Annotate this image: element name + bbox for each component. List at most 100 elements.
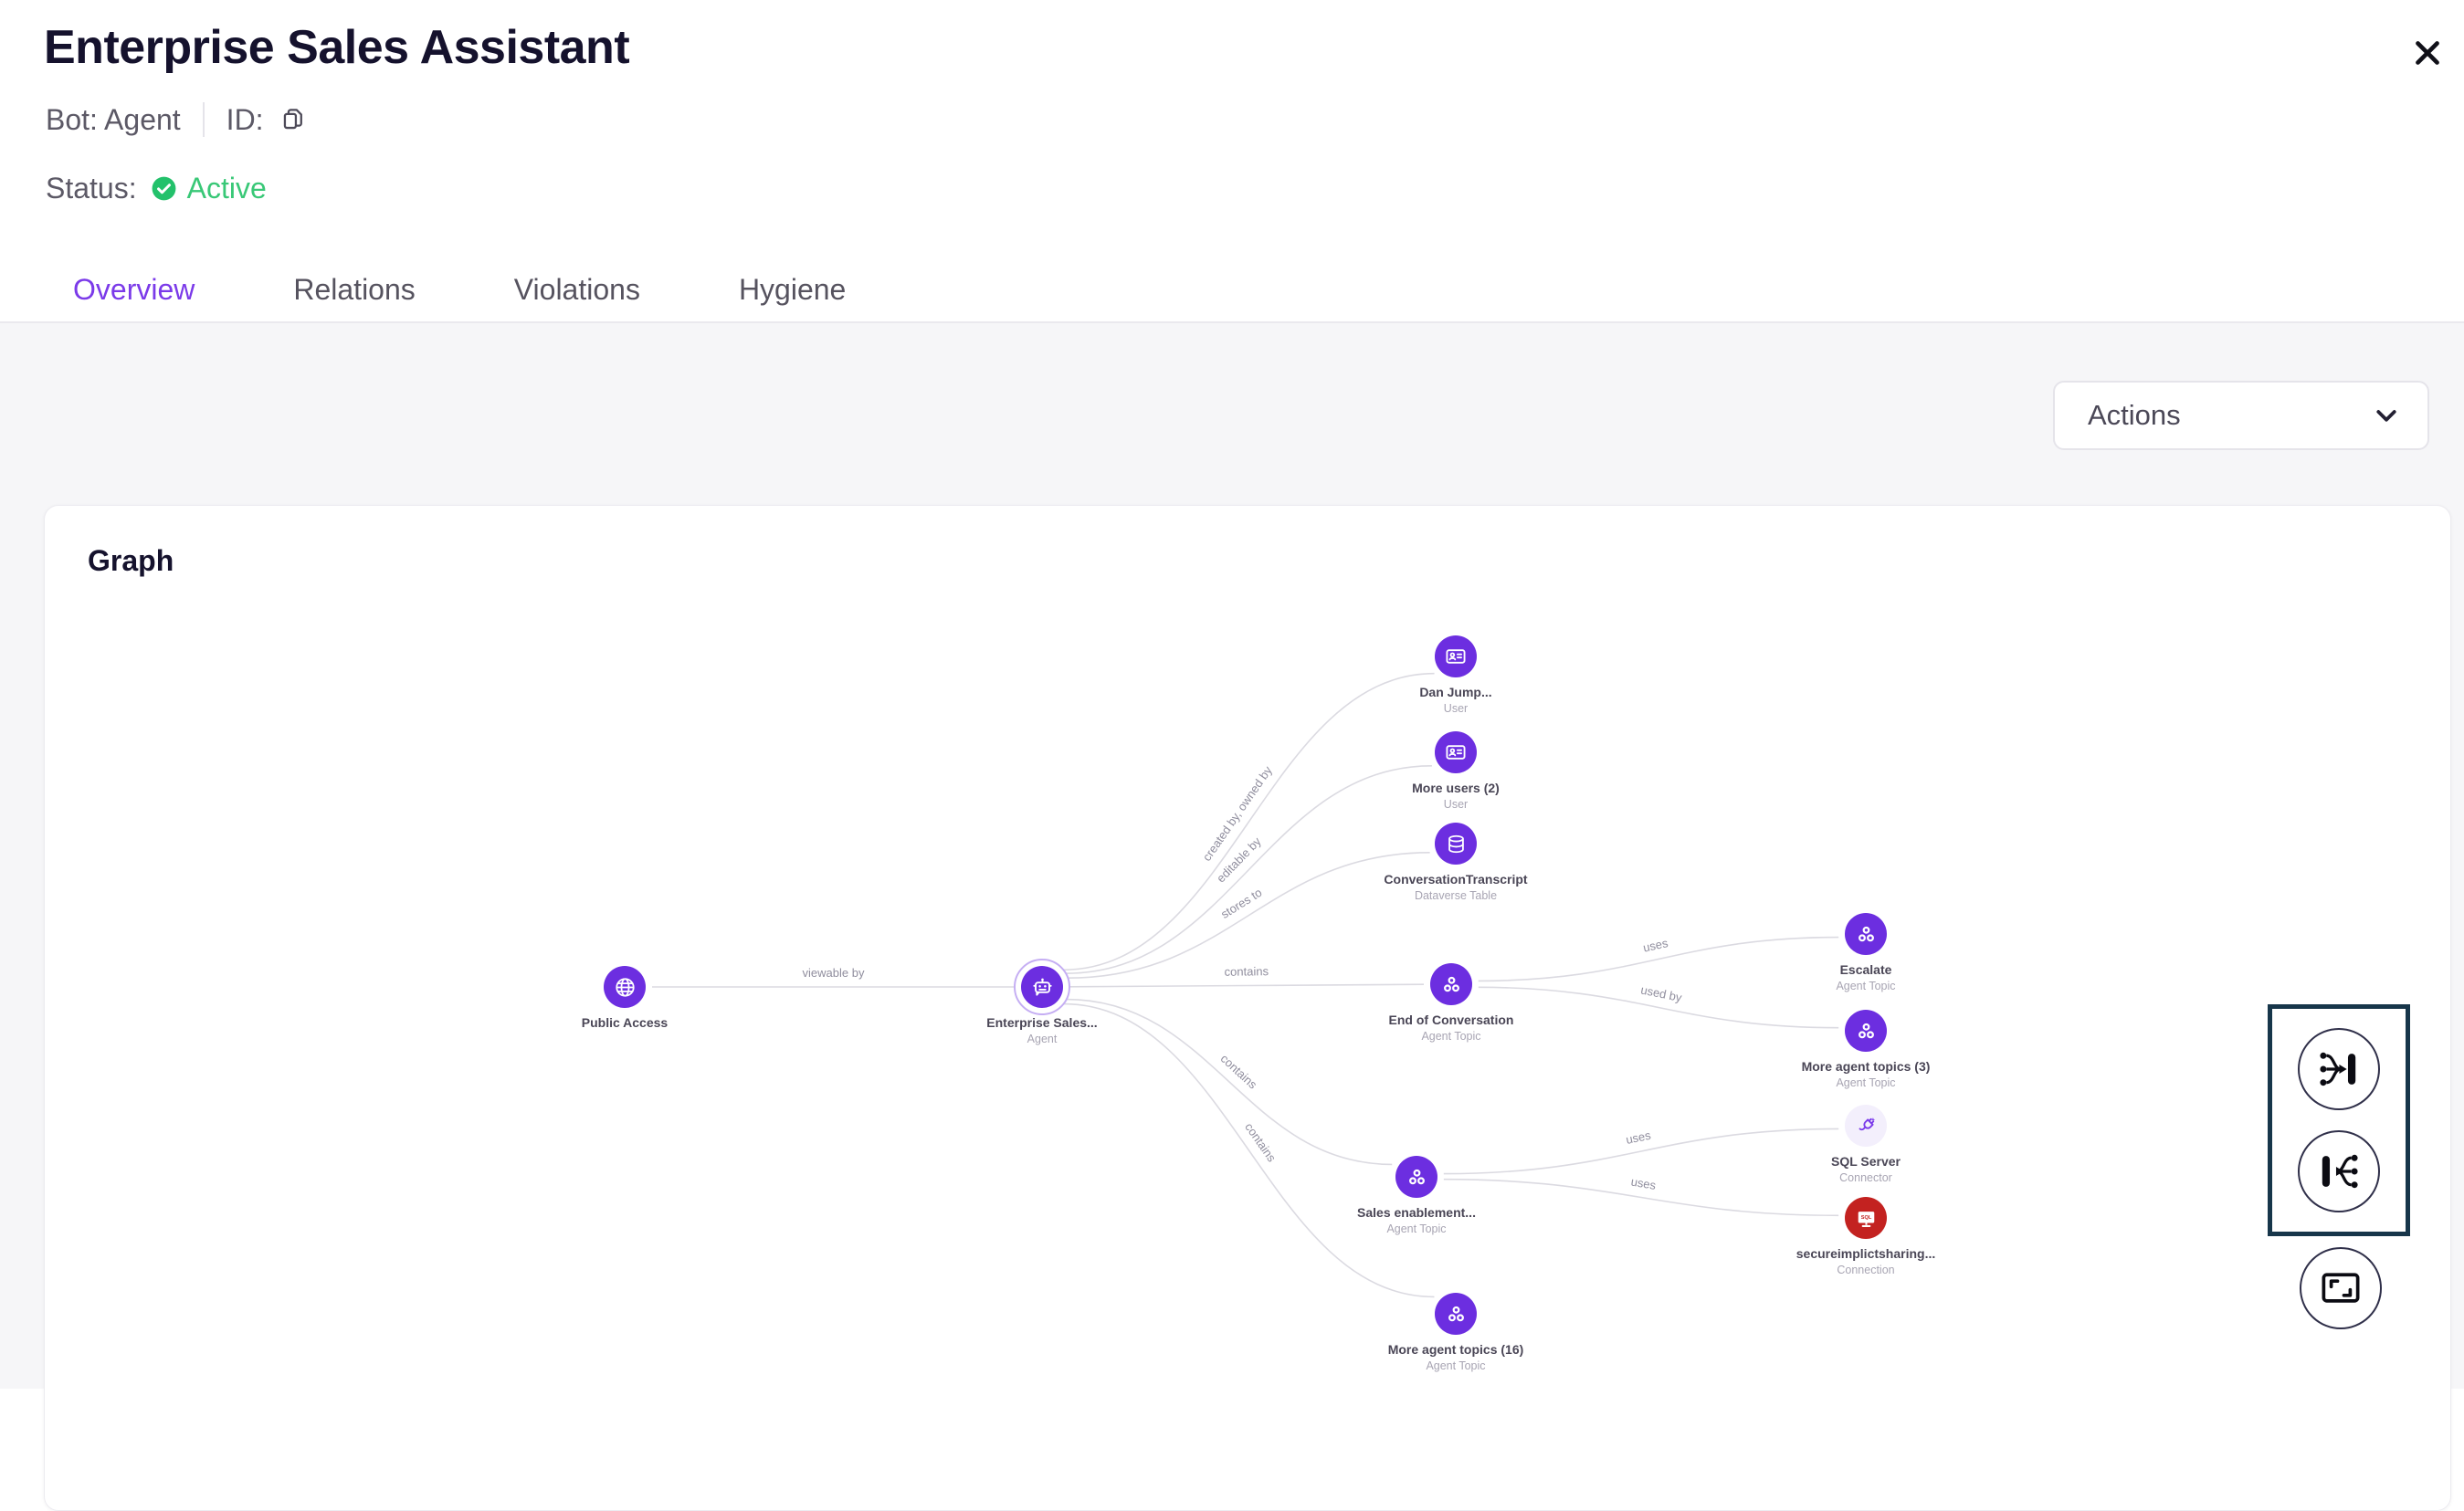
- graph-edge-end-of-conversation-escalate: [1478, 936, 1839, 982]
- node-circle: [604, 966, 646, 1008]
- node-sublabel: Agent Topic: [1421, 1029, 1481, 1043]
- collapse-incoming-button[interactable]: [2298, 1028, 2380, 1111]
- node-sublabel: User: [1443, 797, 1469, 811]
- actions-dropdown[interactable]: Actions: [2053, 381, 2429, 450]
- expand-outgoing-button[interactable]: [2298, 1129, 2380, 1212]
- graph-node-secureimplictsharing[interactable]: SQL secureimplictsharing... Connection: [1756, 1197, 1975, 1277]
- node-circle: SQL: [1845, 1197, 1887, 1239]
- node-label: SQL Server: [1830, 1154, 1901, 1169]
- topic-icon: [1439, 972, 1464, 997]
- node-sublabel: Dataverse Table: [1414, 888, 1498, 902]
- id-card-icon: [1443, 644, 1469, 669]
- edge-label: uses: [1625, 1128, 1652, 1147]
- node-label: More users (2): [1412, 781, 1500, 795]
- node-sublabel: Agent Topic: [1836, 979, 1896, 992]
- monitor-icon: SQL: [1854, 1206, 1879, 1231]
- graph-edge-enterprise-sales-agent-end-of-conversation: [1069, 983, 1425, 988]
- tab-relations[interactable]: Relations: [293, 273, 416, 306]
- bot-label: Bot: Agent: [46, 102, 181, 136]
- tab-hygiene[interactable]: Hygiene: [738, 273, 847, 306]
- globe-icon: [613, 975, 637, 1000]
- plug-icon: [1854, 1114, 1879, 1138]
- node-sublabel: Connector: [1839, 1170, 1892, 1184]
- node-label: ConversationTranscript: [1384, 872, 1528, 887]
- node-label: Dan Jump...: [1419, 685, 1492, 699]
- page-title: Enterprise Sales Assistant: [44, 21, 630, 74]
- node-circle: [1435, 823, 1477, 865]
- node-sublabel: User: [1443, 701, 1469, 715]
- tab-violations[interactable]: Violations: [513, 273, 640, 306]
- node-label: More agent topics (16): [1387, 1342, 1524, 1357]
- node-sublabel: Agent Topic: [1426, 1359, 1486, 1372]
- topic-icon: [1854, 1019, 1879, 1044]
- node-circle: [1435, 731, 1477, 773]
- node-circle: [1014, 959, 1070, 1015]
- status-value: Active: [186, 172, 267, 205]
- node-circle: [1845, 1010, 1887, 1052]
- merge-right-icon: [2315, 1148, 2363, 1195]
- node-label: More agent topics (3): [1801, 1059, 1931, 1074]
- actions-label: Actions: [2088, 399, 2181, 431]
- close-button[interactable]: [2402, 27, 2453, 79]
- tabs-divider: [0, 321, 2464, 323]
- node-circle: [1395, 1156, 1437, 1198]
- node-circle: [1435, 1293, 1477, 1335]
- node-label: secureimplictsharing...: [1795, 1246, 1936, 1261]
- graph-edge-enterprise-sales-agent-dan-jump: [1063, 672, 1435, 971]
- database-icon: [1444, 832, 1469, 856]
- node-circle: [1430, 963, 1472, 1005]
- robot-icon: [1029, 974, 1056, 1001]
- graph-node-more-agent-topics-3[interactable]: More agent topics (3) Agent Topic: [1756, 1010, 1975, 1090]
- svg-text:SQL: SQL: [1860, 1215, 1871, 1221]
- node-sublabel: Agent Topic: [1386, 1222, 1447, 1235]
- graph-edge-enterprise-sales-agent-more-agent-topics-16: [1063, 1002, 1435, 1298]
- graph-node-more-agent-topics-16[interactable]: More agent topics (16) Agent Topic: [1346, 1293, 1565, 1373]
- graph-node-sales-enablement[interactable]: Sales enablement... Agent Topic: [1307, 1156, 1526, 1236]
- edge-label: viewable by: [803, 966, 865, 980]
- close-icon: [2408, 34, 2447, 72]
- node-sublabel: Connection: [1837, 1263, 1895, 1276]
- graph-edge-enterprise-sales-agent-sales-enablement: [1066, 998, 1393, 1166]
- graph-nodes-layer: Public Access Enterprise Sales... Agent Dan…: [45, 506, 2450, 1510]
- node-circle: [1435, 635, 1477, 677]
- edge-label: contains: [1225, 964, 1269, 979]
- topic-icon: [1444, 1302, 1469, 1327]
- meta-divider: [202, 102, 205, 137]
- graph-edge-enterprise-sales-agent-more-users: [1066, 765, 1432, 974]
- node-label: Public Access: [581, 1015, 669, 1030]
- bot-meta-row: Bot: Agent ID:: [46, 102, 308, 137]
- node-circle: [1845, 1105, 1887, 1147]
- status-row: Status: Active: [46, 172, 267, 205]
- tab-bar: Overview Relations Violations Hygiene: [42, 273, 913, 332]
- node-label: Sales enablement...: [1357, 1205, 1476, 1220]
- node-sublabel: Agent: [1027, 1032, 1058, 1045]
- copy-icon[interactable]: [279, 105, 308, 134]
- graph-node-dan-jump[interactable]: Dan Jump... User: [1346, 635, 1565, 716]
- edge-label: uses: [1630, 1175, 1658, 1192]
- fit-view-button[interactable]: [2300, 1247, 2382, 1329]
- graph-edge-sales-enablement-secureimplictsharing: [1443, 1178, 1839, 1217]
- merge-left-icon: [2315, 1045, 2363, 1093]
- node-label: End of Conversation: [1388, 1013, 1514, 1027]
- graph-node-enterprise-sales-agent[interactable]: Enterprise Sales... Agent: [932, 959, 1152, 1046]
- topic-icon: [1854, 922, 1879, 947]
- id-label: ID:: [226, 102, 264, 136]
- graph-node-more-users[interactable]: More users (2) User: [1346, 731, 1565, 812]
- graph-controls-frame: [2268, 1004, 2410, 1236]
- check-circle-icon: [150, 174, 178, 203]
- node-sublabel: Agent Topic: [1836, 1076, 1896, 1089]
- status-label: Status:: [46, 172, 137, 205]
- node-label: Enterprise Sales...: [986, 1015, 1098, 1030]
- graph-edge-end-of-conversation-more-agent-topics-3: [1478, 986, 1839, 1029]
- graph-node-public-access[interactable]: Public Access: [515, 966, 734, 1032]
- node-circle: [1845, 913, 1887, 955]
- id-card-icon: [1443, 740, 1469, 765]
- chevron-down-icon: [2369, 398, 2404, 433]
- topic-icon: [1405, 1165, 1429, 1190]
